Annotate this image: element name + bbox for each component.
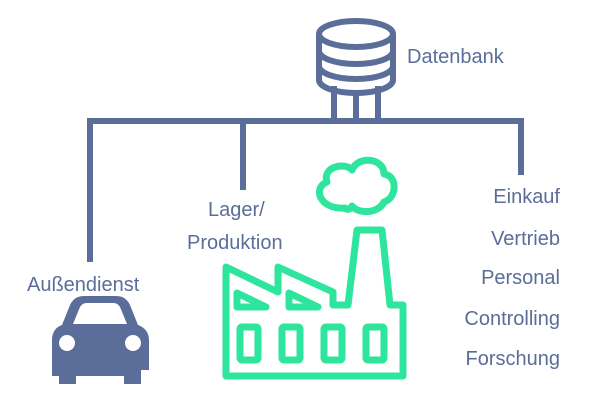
factory-icon (222, 156, 407, 380)
roof-window-2 (285, 289, 322, 311)
database-label: Datenbank (407, 46, 504, 68)
department-controlling: Controlling (464, 308, 560, 330)
warehouse-label-line1: Lager/ (208, 199, 265, 221)
department-einkauf: Einkauf (493, 186, 560, 208)
roof-window-1 (233, 289, 270, 311)
factory-outline (222, 226, 407, 380)
field-service-label: Außendienst (27, 274, 140, 296)
connection-lines (87, 86, 524, 262)
car-headlight-left (59, 335, 75, 351)
factory-window-3 (320, 323, 346, 364)
warehouse-label-line2: Produktion (187, 232, 283, 254)
smoke-cloud (315, 156, 398, 215)
car-windshield (73, 303, 127, 324)
factory-window-1 (236, 323, 262, 364)
department-forschung: Forschung (465, 348, 561, 370)
database-icon (316, 18, 396, 96)
department-personal: Personal (481, 267, 560, 289)
factory-window-2 (278, 323, 304, 364)
factory-window-4 (362, 323, 388, 364)
department-vertrieb: Vertrieb (491, 228, 560, 250)
car-icon (52, 296, 149, 384)
car-headlight-right (125, 335, 141, 351)
